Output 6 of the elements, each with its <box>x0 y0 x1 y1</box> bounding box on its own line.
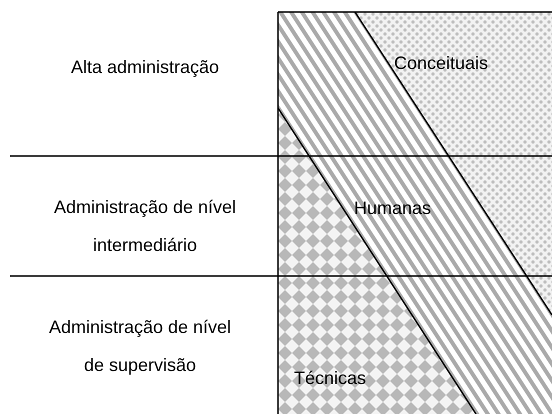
region-label: Conceituais <box>394 52 488 74</box>
region-label: Técnicas <box>294 367 366 389</box>
level-label: Administração de nível intermediário <box>52 196 238 257</box>
level-label: Alta administração <box>70 56 220 79</box>
level-label: Administração de nível de supervisão <box>48 316 232 377</box>
region-label: Humanas <box>354 197 432 219</box>
